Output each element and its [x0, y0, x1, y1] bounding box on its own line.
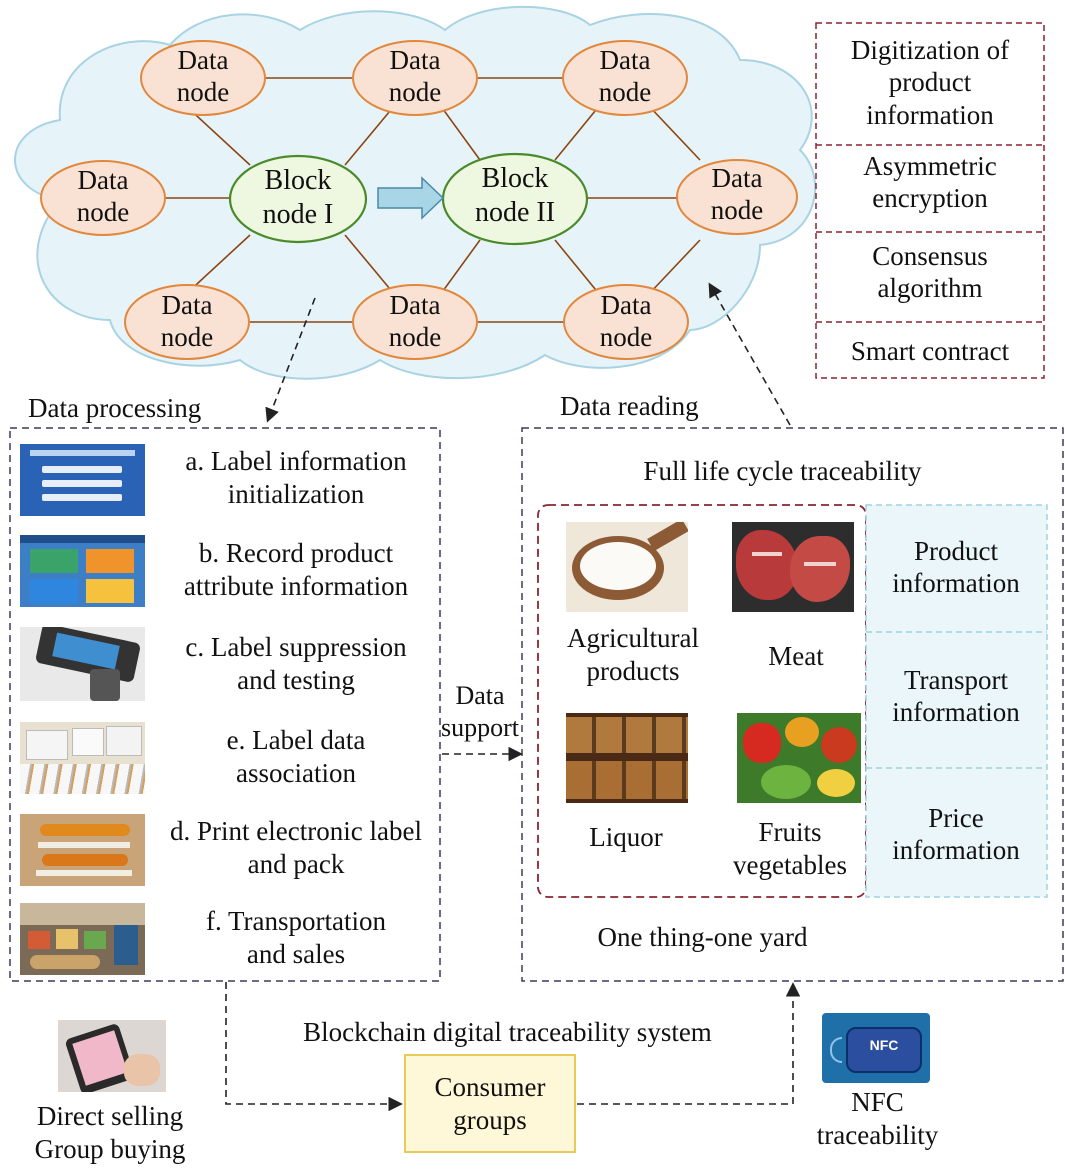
consumer-groups-label: Consumer groups [434, 1072, 546, 1135]
network-edges [165, 77, 701, 323]
agricultural-products-image [566, 522, 688, 612]
data-node-shape [40, 160, 166, 236]
consumer-box [404, 1054, 576, 1153]
block-nodes [228, 152, 589, 246]
data-support-label: Data support [441, 681, 519, 742]
step-c-thumbnail [20, 627, 145, 701]
liquor-label: Liquor [589, 822, 663, 852]
arrow-cloud-to-processing [265, 297, 316, 423]
reading-subtitle: Full life cycle traceability [643, 456, 922, 486]
step-d-thumbnail [20, 814, 145, 886]
reading-panel-frame [521, 427, 1064, 982]
product-information-label: Product information [892, 536, 1020, 599]
fruits-vegetables-image [737, 713, 861, 803]
feature-smart-contract: Smart contract [850, 336, 1010, 366]
arrow-reading-to-cloud [708, 282, 791, 426]
processing-title: Data processing [28, 393, 202, 423]
arrow-consumer-to-reading [577, 982, 801, 1105]
arrow-processing-to-consumer [225, 982, 403, 1112]
block-node-1-label: Block node I [262, 165, 334, 231]
step-a-thumbnail [20, 444, 145, 516]
step-b-thumbnail [20, 535, 145, 607]
nfc-badge-text: NFC [869, 1037, 899, 1053]
data-node-shape [352, 284, 478, 360]
step-f-label: f. Transportation and sales [205, 906, 386, 969]
liquor-image [566, 713, 688, 803]
block-node-2-label: Block node II [474, 163, 556, 229]
step-f-thumbnail [20, 903, 145, 975]
block-node-1-shape [228, 154, 368, 244]
nfc-icon: NFC [822, 1013, 930, 1083]
data-node-label: Data node [76, 165, 130, 228]
data-node-label: Data node [599, 290, 653, 353]
step-e-thumbnail [20, 722, 145, 794]
fruits-vegetables-label: Fruits vegetables [733, 817, 847, 880]
data-node-shape [140, 40, 266, 116]
step-c-label: c. Label suppression and testing [185, 632, 407, 695]
data-node-label: Data node [388, 45, 442, 108]
channels-label: Direct selling Group buying [34, 1101, 186, 1164]
data-nodes [40, 40, 798, 360]
step-e-label: e. Label data association [226, 725, 366, 788]
one-thing-one-yard-label: One thing-one yard [597, 922, 808, 952]
price-information-label: Price information [892, 803, 1020, 866]
data-node-label: Data node [598, 45, 652, 108]
step-b-label: b. Record product attribute information [183, 538, 409, 601]
reading-title: Data reading [560, 391, 699, 421]
data-node-shape [676, 159, 798, 235]
step-a-label: a. Label information initialization [185, 446, 407, 509]
data-node-shape [124, 284, 250, 360]
block-transfer-arrow [377, 176, 445, 220]
feature-asymmetric-encryption: Asymmetric encryption [863, 151, 997, 214]
feature-legend-frame [815, 22, 1045, 379]
system-title: Blockchain digital traceability system [303, 1017, 712, 1047]
data-node-shape [352, 40, 478, 116]
feature-consensus-algorithm: Consensus algorithm [872, 241, 988, 304]
data-node-label: Data node [176, 45, 230, 108]
direct-selling-image [58, 1020, 166, 1092]
meat-image [732, 522, 854, 612]
data-node-shape [563, 284, 689, 360]
meat-label: Meat [768, 641, 824, 671]
agricultural-products-label: Agricultural products [567, 623, 699, 686]
data-node-label: Data node [710, 163, 764, 226]
step-d-label: d. Print electronic label and pack [170, 816, 422, 879]
feature-digitization: Digitization of product information [850, 35, 1010, 130]
data-node-label: Data node [160, 290, 214, 353]
info-category-column [865, 504, 1048, 898]
nfc-traceability-label: NFC traceability [816, 1087, 939, 1150]
data-node-shape [562, 40, 688, 116]
data-node-label: Data node [388, 290, 442, 353]
transport-information-label: Transport information [892, 665, 1020, 728]
